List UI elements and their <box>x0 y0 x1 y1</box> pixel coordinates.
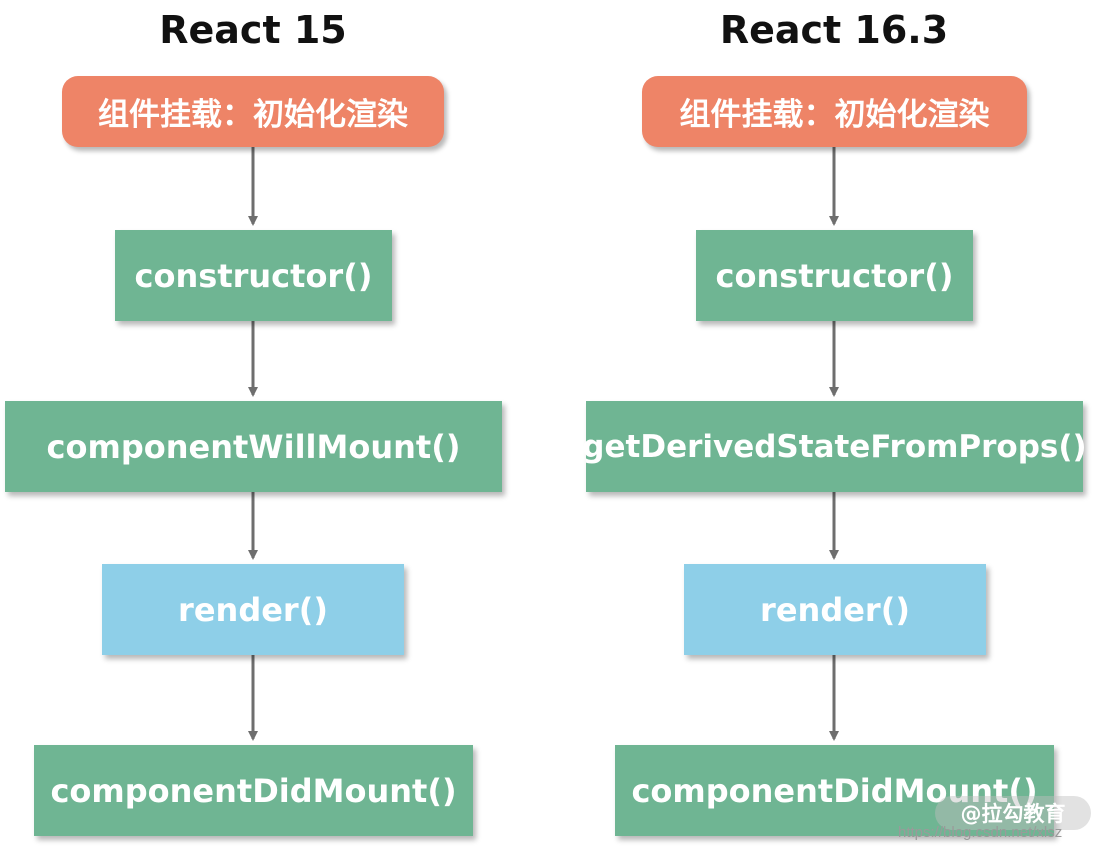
react15-title: React 15 <box>159 8 347 52</box>
react163-mount-start: 组件挂载：初始化渲染 <box>642 76 1027 147</box>
react163-title: React 16.3 <box>719 8 949 52</box>
react163-getderivedstatefromprops: getDerivedStateFromProps() <box>582 401 1087 492</box>
react163-constructor: constructor() <box>696 230 973 321</box>
react15-mount-start: 组件挂载：初始化渲染 <box>62 76 444 147</box>
react15-render: render() <box>102 564 404 655</box>
watermark-badge: @拉勾教育 <box>935 796 1091 830</box>
react15-componentwillmount: componentWillMount() <box>5 401 502 492</box>
watermark-url: https://blog.csdn.net/xlsz <box>898 824 1063 841</box>
react163-render: render() <box>684 564 986 655</box>
react15-constructor: constructor() <box>115 230 392 321</box>
react15-componentdidmount: componentDidMount() <box>34 745 473 836</box>
react163-componentdidmount: componentDidMount() <box>615 745 1054 836</box>
